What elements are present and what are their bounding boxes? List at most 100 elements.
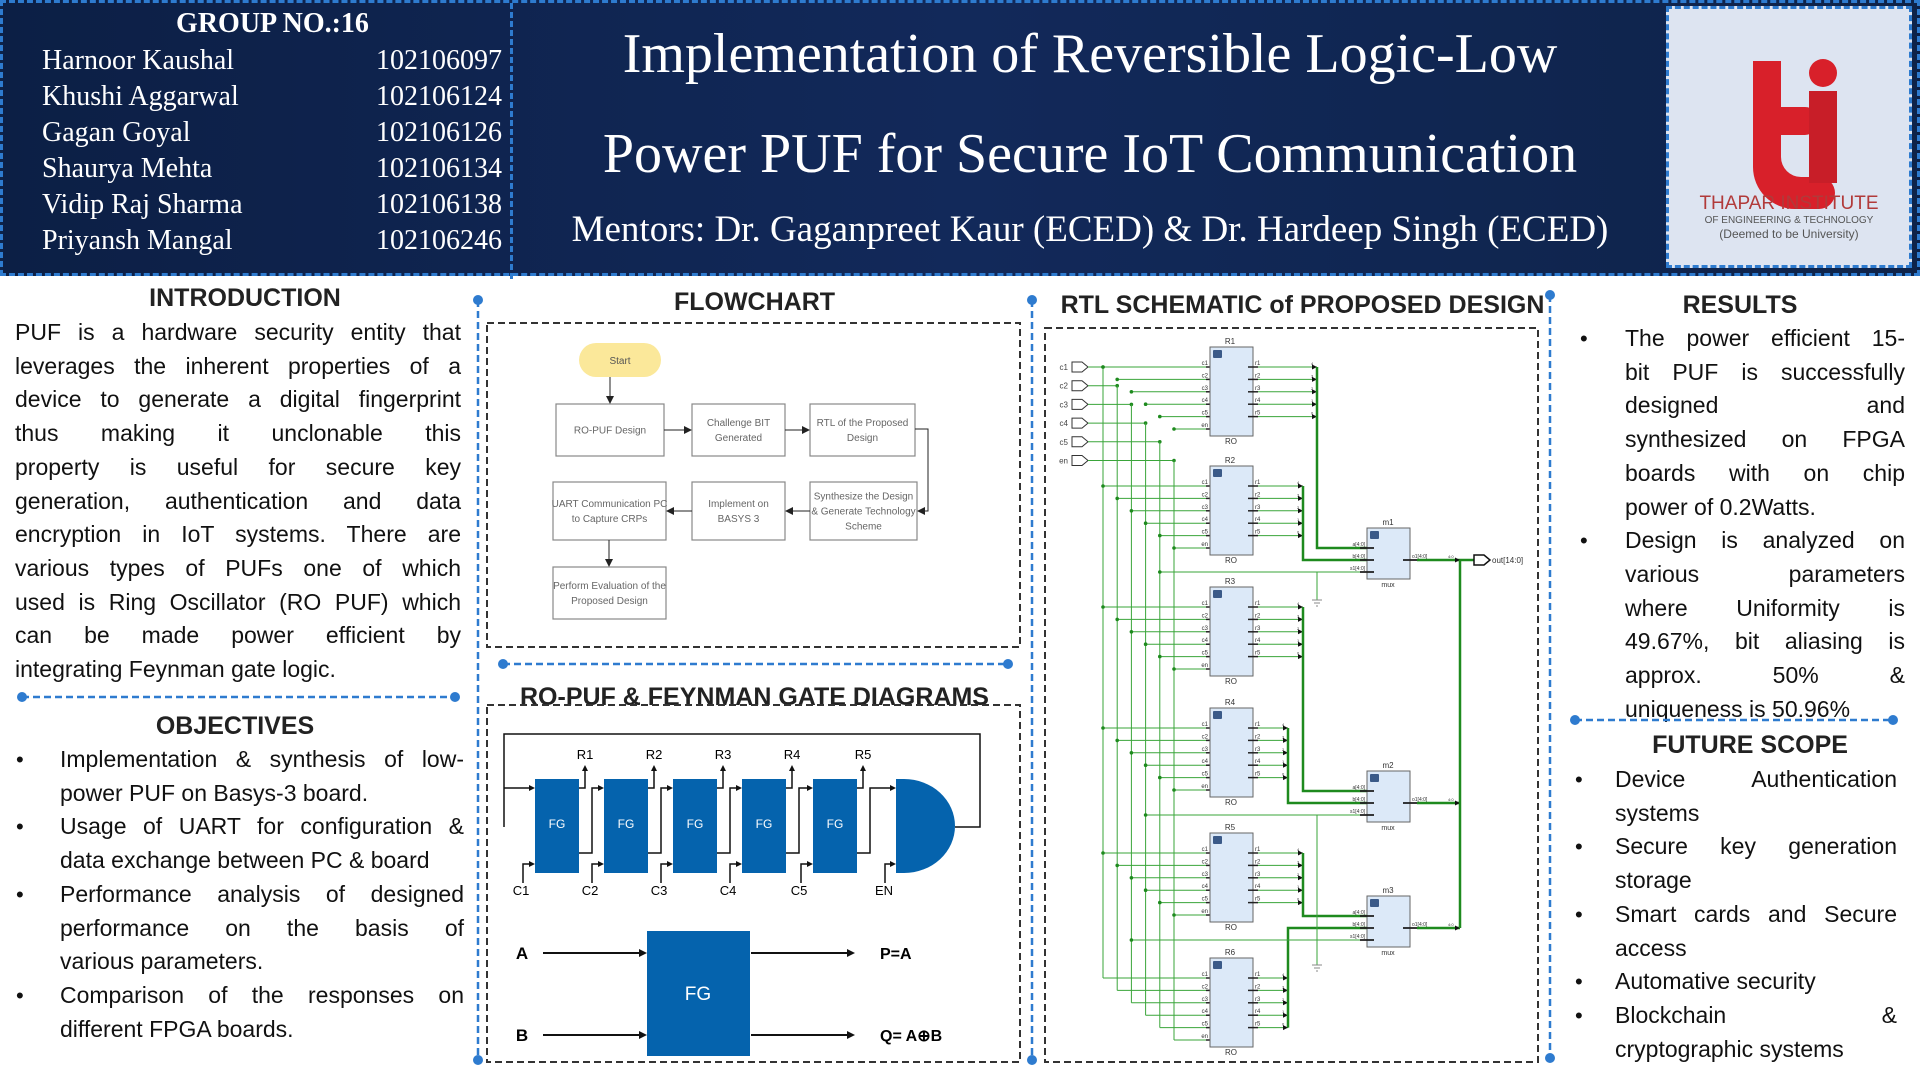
junction-dot [1115, 617, 1119, 622]
objectives-item-line: different FPGA boards. [60, 1015, 294, 1042]
bit-label: 4 [1282, 722, 1285, 727]
bit-label: 4 [1282, 972, 1285, 977]
results-item-line: various parameters [1625, 560, 1905, 587]
arrow-head-icon [890, 785, 896, 791]
input-label: C5 [791, 883, 808, 898]
flowchart-box-label: UART Communication PC [552, 499, 668, 510]
member-id: 102106097 [376, 45, 502, 76]
arrow-head-icon [720, 765, 726, 771]
junction-dot [1129, 876, 1134, 880]
input-wire [591, 863, 601, 883]
flowchart-box-label: Synthesize the Design [814, 492, 914, 503]
input-wire [729, 863, 739, 883]
divider-end-dot [1545, 1053, 1555, 1063]
fg-input-label: A [516, 944, 528, 963]
bus-ripper-icon [1298, 483, 1303, 489]
results-item-line: boards with on chip [1625, 459, 1905, 486]
feynman-gate-block [604, 779, 648, 873]
bus-ripper-icon [1298, 604, 1303, 610]
results-heading: RESULTS [1682, 291, 1798, 319]
arrow-head-icon [789, 765, 795, 771]
divider-end-dot [1027, 295, 1037, 305]
introduction-heading: INTRODUCTION [149, 284, 341, 312]
bit-label: 0 [1311, 411, 1314, 416]
block-output-pin-label: r1 [1255, 480, 1261, 486]
junction-dot [1143, 521, 1148, 525]
bullet-icon: • [1575, 767, 1583, 792]
arrow-head-icon [529, 785, 535, 791]
junction-dot [1115, 377, 1119, 382]
ground-icon [1312, 964, 1322, 972]
bit-label: 3 [1297, 613, 1300, 618]
gate-diagrams-heading: RO-PUF & FEYNMAN GATE DIAGRAMS [520, 683, 989, 711]
block-input-pin-label: en [1201, 784, 1208, 790]
expand-icon [1213, 711, 1222, 719]
stage-wire [857, 787, 893, 854]
arrow-head-icon [605, 559, 613, 567]
bus-ripper-icon [1298, 654, 1303, 660]
introduction-text-line: leverages the inherent properties of a [15, 352, 461, 379]
junction-dot [1115, 496, 1119, 501]
bit-label: 4 [1297, 480, 1300, 485]
block-output-pin-label: r3 [1255, 386, 1261, 392]
future-scope-heading: FUTURE SCOPE [1652, 731, 1848, 759]
block-input-pin-label: c3 [1202, 386, 1209, 392]
block-input-pin-label: c5 [1202, 651, 1209, 657]
bus-wire [1301, 853, 1367, 918]
mux-pin-label: b[4:0] [1352, 922, 1365, 928]
junction-dot [1129, 509, 1134, 513]
junction-dot [1129, 630, 1134, 634]
input-label: C2 [582, 883, 599, 898]
block-input-pin-label: c2 [1202, 373, 1209, 379]
future-scope-item-line: Automative security [1615, 968, 1816, 995]
feynman-gate-label: FG [756, 817, 773, 831]
junction-dot [1143, 402, 1148, 407]
arrow-head-icon [785, 507, 793, 515]
bullet-icon: • [16, 814, 24, 840]
divider-end-dot [1570, 715, 1580, 725]
block-output-pin-label: r5 [1255, 772, 1261, 778]
block-input-pin-label: c1 [1202, 722, 1209, 728]
bit-label: 1 [1297, 884, 1300, 889]
arrow-head-icon [606, 396, 614, 404]
block-input-pin-label: en [1201, 663, 1208, 669]
objectives-heading: OBJECTIVES [155, 712, 315, 740]
flowchart-box-label: Implement on [708, 499, 769, 510]
arrow-head-icon [890, 861, 896, 867]
mux-pin-label: s1[4:0] [1350, 809, 1366, 815]
arrow-head-icon [639, 949, 647, 957]
arrow-head-icon [736, 861, 742, 867]
ro-block [1209, 707, 1254, 798]
ro-block-name: R3 [1225, 577, 1236, 586]
bullet-icon: • [16, 747, 24, 772]
objectives-item-line: Comparison of the responses on [60, 981, 464, 1008]
bit-label: 0 [1282, 1022, 1285, 1027]
bus-wire [1286, 926, 1367, 1028]
results-item-line: 49.67%, bit aliasing is [1625, 628, 1905, 655]
input-port-label: c1 [1060, 363, 1069, 372]
bus-ripper-icon [1283, 737, 1288, 743]
bus-wire [1301, 486, 1367, 562]
bit-label: 3 [1297, 859, 1300, 864]
expand-icon [1213, 469, 1222, 477]
member-name: Gagan Goyal [42, 117, 191, 148]
slice-label: 4:0 [1448, 922, 1454, 927]
block-output-pin-label: r1 [1255, 972, 1261, 978]
input-port-label: en [1059, 457, 1068, 466]
bus-ripper-icon [1455, 925, 1460, 931]
block-output-pin-label: r5 [1255, 651, 1261, 657]
arrow-head-icon [667, 785, 673, 791]
junction-dot [1158, 414, 1162, 419]
bullet-icon: • [16, 982, 24, 1008]
ro-block-type: RO [1225, 556, 1237, 565]
mux-pin-label: a[4:0] [1352, 910, 1365, 916]
arrow-head-icon [666, 507, 674, 515]
flowchart-box [809, 403, 916, 457]
mux-name: m1 [1382, 518, 1394, 527]
junction-dot [1101, 605, 1105, 609]
input-wire [522, 863, 532, 883]
mux-type: mux [1381, 825, 1395, 832]
introduction-text-line: integrating Feynman gate logic. [15, 656, 336, 682]
bit-label: 3 [1297, 492, 1300, 497]
